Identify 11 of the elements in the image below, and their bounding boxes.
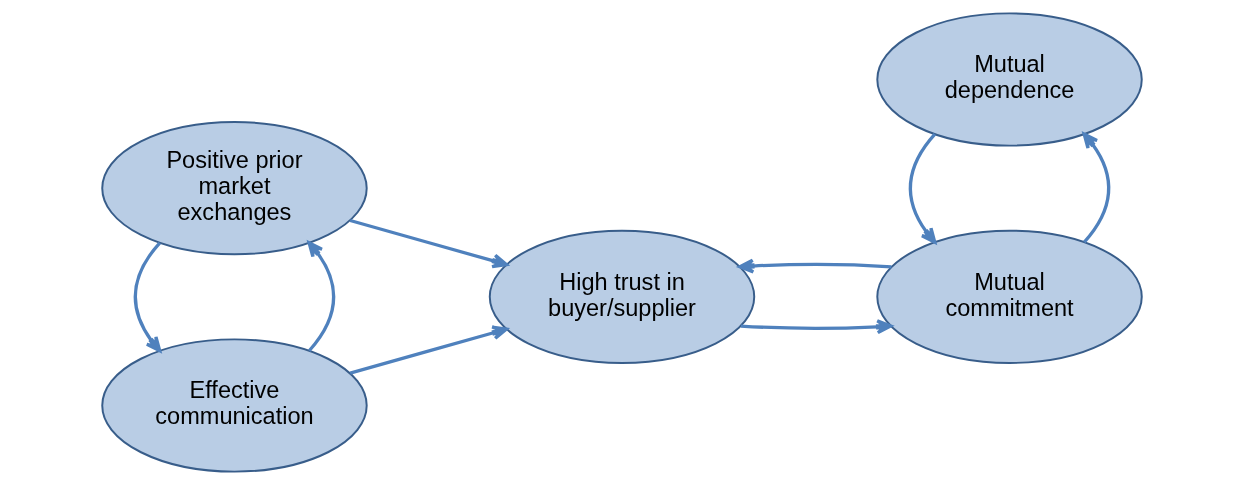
node-ellipse: Positive prior market exchanges (101, 121, 368, 256)
arrow (1082, 132, 1111, 244)
arrow (133, 241, 162, 353)
node-ellipse: Mutual dependence (876, 12, 1143, 147)
arrow (738, 258, 892, 274)
arrow (908, 133, 937, 244)
arrow (740, 319, 893, 335)
arrow (307, 241, 336, 352)
node-ellipse: Effective communication (101, 338, 368, 473)
arrow (349, 218, 508, 269)
arrow (349, 325, 508, 375)
